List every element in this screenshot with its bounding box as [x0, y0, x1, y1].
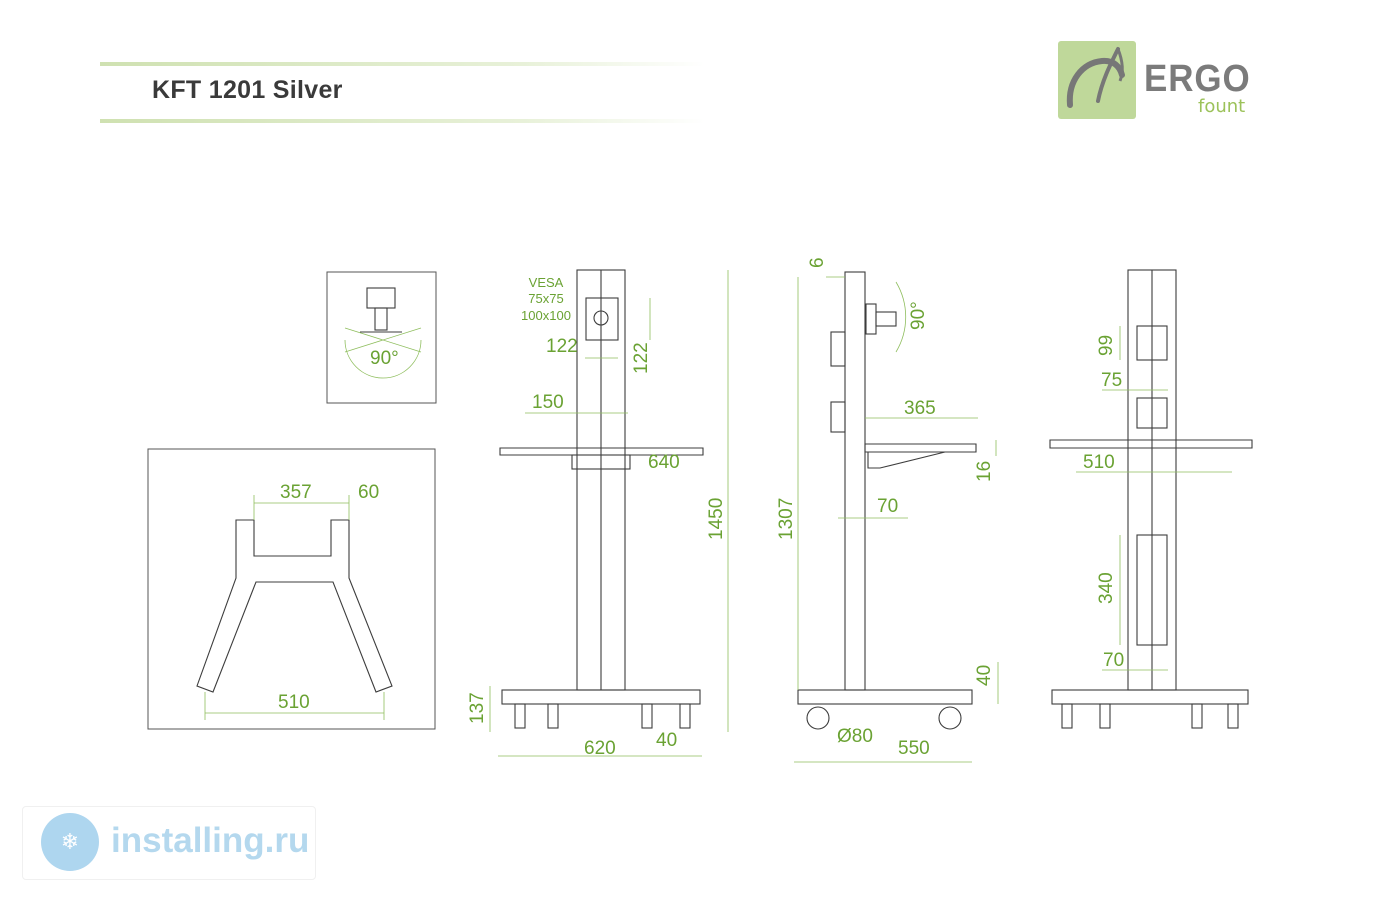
title-rule-top — [100, 62, 705, 66]
logo-figure-icon — [1066, 47, 1125, 108]
back-slot-height-label: 99 — [1096, 335, 1117, 356]
side-view: 90° 6 365 16 1307 70 40 Ø80 550 — [776, 257, 999, 763]
vesa-width-label: 122 — [546, 336, 578, 357]
vesa-height-label: 122 — [631, 342, 652, 374]
back-shelf-width-label: 510 — [1083, 452, 1115, 473]
plate-thickness-label: 6 — [807, 257, 828, 268]
logo-mark — [1058, 41, 1136, 119]
logo-subword: fount — [1198, 96, 1246, 117]
base-inner-width-label: 357 — [280, 482, 312, 503]
base-plate-height-label: 40 — [974, 665, 995, 686]
side-tilt-label: 90° — [908, 301, 929, 330]
back-view: 99 75 510 340 70 — [1049, 269, 1253, 729]
shelf-thickness-label: 16 — [974, 461, 995, 482]
vesa-size-large: 100x100 — [521, 308, 571, 323]
base-leg-width-label: 60 — [358, 482, 379, 503]
title-rule-bottom — [100, 119, 705, 123]
back-slot-gap-label: 75 — [1101, 370, 1122, 391]
base-top-view: 357 60 510 — [147, 448, 436, 730]
watermark: ❄ installing.ru — [22, 806, 316, 880]
base-height-label: 137 — [467, 692, 488, 724]
column-width-label: 150 — [532, 392, 564, 413]
vesa-heading: VESA — [529, 275, 564, 290]
tilt-detail-view: 90° — [326, 271, 437, 404]
watermark-text: installing.ru — [111, 821, 310, 860]
shelf-width-label: 640 — [648, 452, 680, 473]
shelf-depth-label: 365 — [904, 398, 936, 419]
vesa-size-small: 75x75 — [528, 291, 563, 306]
logo-word: ERGO — [1144, 58, 1251, 100]
column-height-label: 1307 — [776, 498, 797, 540]
side-base-depth-label: 550 — [898, 738, 930, 759]
snowflake-icon: ❄ — [41, 813, 99, 871]
front-view: VESA 75x75 100x100 122 122 150 640 1450 … — [467, 269, 729, 759]
base-depth-label: 620 — [584, 738, 616, 759]
wheel-diameter-label: Ø80 — [837, 726, 873, 747]
tilt-angle-label: 90° — [370, 348, 399, 369]
back-column-width-label: 70 — [1103, 650, 1124, 671]
title-block: KFT 1201 Silver — [100, 60, 705, 126]
wheel-offset-label: 40 — [656, 730, 677, 751]
page-title: KFT 1201 Silver — [152, 76, 343, 104]
brand-logo: ERGO fount — [1058, 38, 1258, 134]
column-depth-label: 70 — [877, 496, 898, 517]
base-width-label: 510 — [278, 692, 310, 713]
total-height-label: 1450 — [706, 498, 727, 540]
back-cover-height-label: 340 — [1096, 572, 1117, 604]
